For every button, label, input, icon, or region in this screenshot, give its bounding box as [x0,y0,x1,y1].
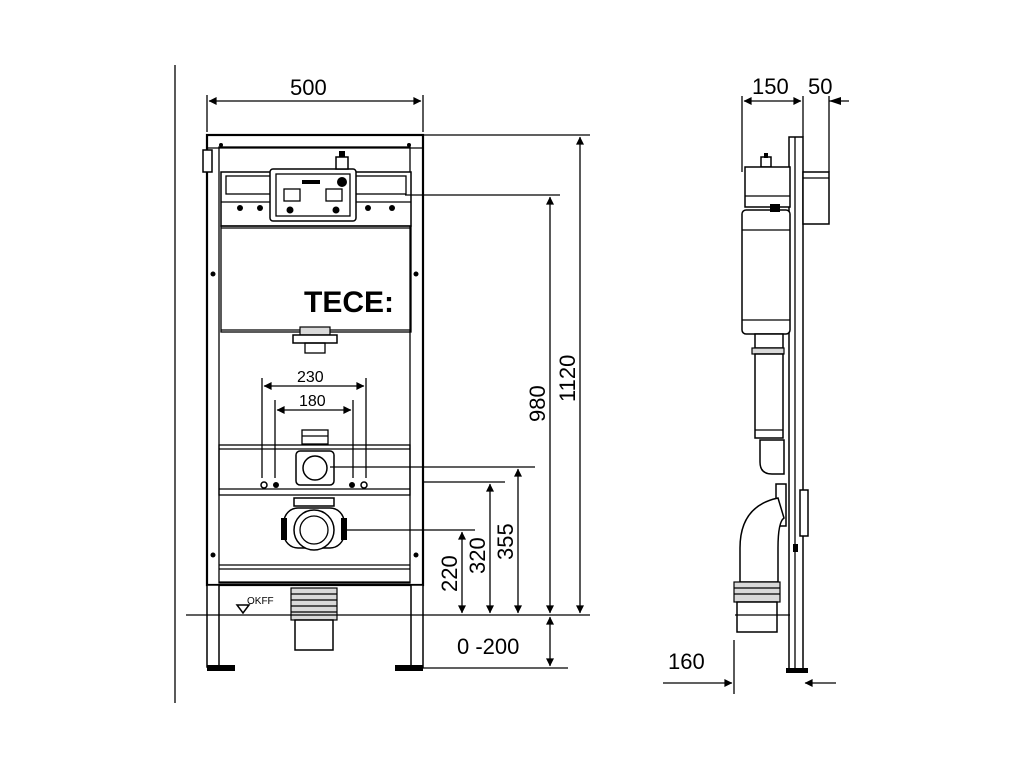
side-drain-bend [733,483,809,633]
tece-logo: TECE: [304,286,394,319]
side-frame [786,136,830,673]
svg-text:320: 320 [465,537,490,574]
side-cistern [741,153,791,349]
dim-160: 160 [663,640,836,694]
floor-marker-label: OKFF [247,596,274,607]
svg-text:150: 150 [752,74,789,99]
svg-text:980: 980 [525,385,550,422]
dim-980: 980 [525,196,554,614]
dim-width: 500 [206,75,424,132]
inlet-row [218,444,411,496]
svg-text:0 -200: 0 -200 [457,634,519,659]
svg-text:1120: 1120 [555,355,580,402]
front-frame [202,133,425,587]
svg-text:50: 50 [808,74,832,99]
dim-180: 180 [274,393,354,478]
dim-230: 230 [261,369,367,478]
dim-50: 50 [808,74,849,172]
front-view: TECE: [186,75,590,671]
dim-floor-adjust: 0 -200 [457,616,554,667]
flush-pipe [292,326,338,445]
floor-marker-triangle [235,604,251,615]
svg-text:160: 160 [668,649,705,674]
dim-320: 320 [465,483,494,614]
svg-text:180: 180 [299,393,326,410]
svg-text:230: 230 [297,369,324,386]
frame-legs [206,584,424,671]
svg-text:220: 220 [437,555,462,592]
svg-text:500: 500 [290,75,327,100]
side-view: 150 50 160 [663,74,849,694]
dim-220: 220 [437,531,466,614]
dim-355: 355 [493,468,522,614]
side-flush-pipe [751,347,785,475]
dim-1120: 1120 [555,136,584,614]
dim-150: 150 [741,74,804,172]
drain-pipe [290,587,338,651]
svg-text:355: 355 [493,523,518,560]
drain-connection [281,497,347,551]
actuator-housing [269,151,357,222]
